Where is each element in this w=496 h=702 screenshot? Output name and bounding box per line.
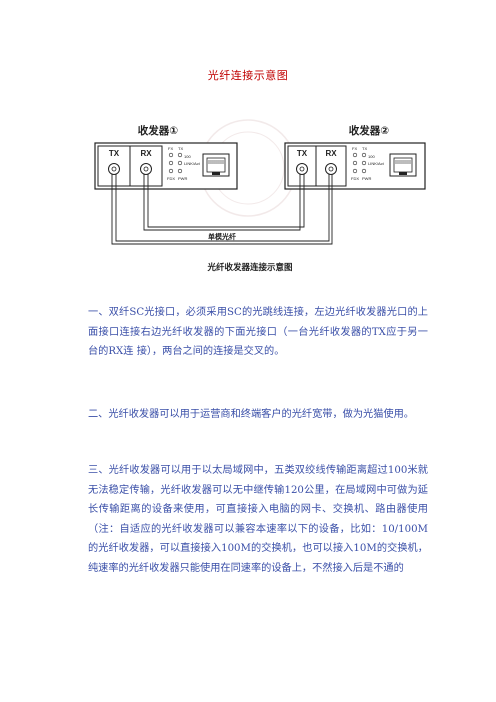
svg-text:TX: TX: [362, 146, 367, 151]
fiber-connection-diagram: 收发器① 收发器② TX RX FX TX 100 LINK/Act FDX P…: [94, 119, 426, 272]
svg-text:100: 100: [184, 154, 191, 159]
paragraph-1: 一、双纤SC光接口，必须采用SC的光跳线连接，左边光纤收发器光口的上面接口连接右…: [88, 307, 428, 357]
svg-text:FDX: FDX: [351, 176, 359, 181]
transceiver-left-label: 收发器①: [138, 124, 178, 137]
paragraph-2: 二、光纤收发器可以用于运营商和终端客户的光纤宽带，做为光猫使用。: [88, 409, 414, 420]
svg-text:LINK/Act: LINK/Act: [184, 161, 201, 166]
port-rx-label: RX: [325, 149, 337, 158]
svg-text:FX: FX: [352, 146, 357, 151]
svg-text:PWR: PWR: [178, 176, 187, 181]
port-tx-label: TX: [297, 149, 308, 158]
fiber-cable: [111, 174, 333, 245]
svg-text:100: 100: [368, 154, 375, 159]
transceiver-left: TX RX FX TX 100 LINK/Act FDX PWR: [94, 142, 238, 190]
rj45-port-icon: [202, 153, 230, 177]
led-panel-right: FX TX 100 LINK/Act FDX PWR: [351, 146, 385, 181]
transceiver-right-label: 收发器②: [349, 124, 389, 137]
rj45-port-icon: [389, 153, 417, 177]
svg-text:PWR: PWR: [362, 176, 371, 181]
diagram-caption: 光纤收发器连接示意图: [206, 262, 292, 272]
paragraph-3: 三、光纤收发器可以用于以太局域网中，五类双绞线传输距离超过100米就无法稳定传输…: [88, 465, 428, 574]
transceiver-right: TX RX FX TX 100 LINK/Act FDX PWR: [284, 142, 426, 190]
port-rx-label: RX: [140, 149, 152, 158]
port-tx-label: TX: [109, 149, 120, 158]
led-panel-left: FX TX 100 LINK/Act FDX PWR: [167, 146, 201, 181]
svg-text:FDX: FDX: [167, 176, 175, 181]
svg-text:LINK/Act: LINK/Act: [368, 161, 385, 166]
svg-text:TX: TX: [178, 146, 183, 151]
document-title: 光纤连接示意图: [207, 69, 289, 82]
cable-label: 单模光纤: [208, 232, 236, 241]
svg-text:FX: FX: [168, 146, 173, 151]
